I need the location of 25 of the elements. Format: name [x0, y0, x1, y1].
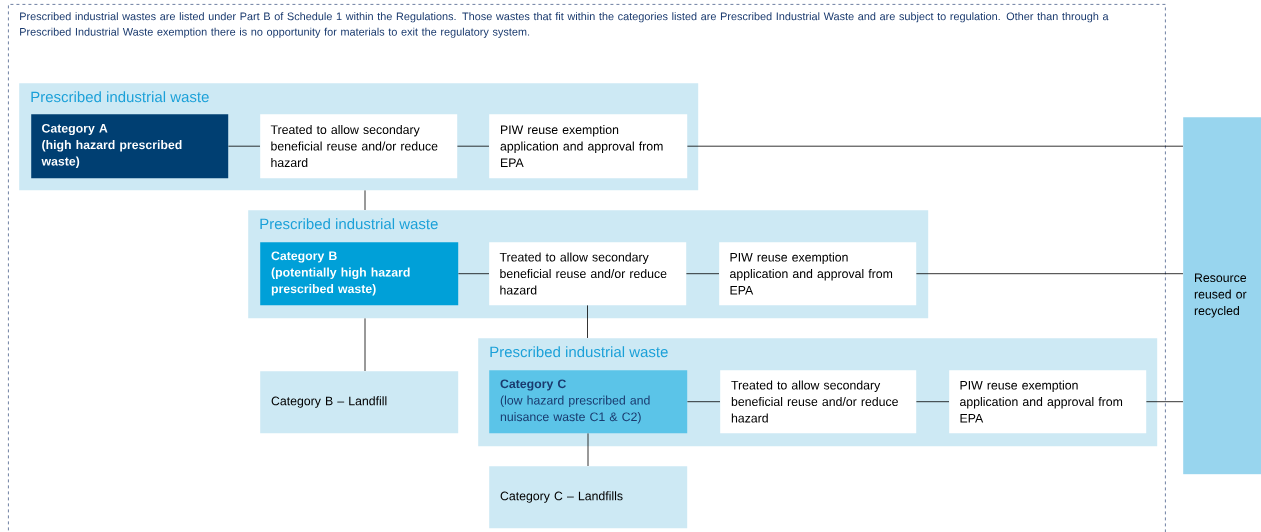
process-box: Treated to allow secondary beneficial reuse and/or reduce hazard — [489, 242, 687, 306]
process-box: Treated to allow secondary beneficial reuse and/or reduce hazard — [720, 370, 917, 434]
process-box: PIW reuse exemption application and approval from EPA — [949, 370, 1147, 434]
process-box: Treated to allow secondary beneficial reuse and/or reduce hazard — [260, 114, 458, 179]
connector-line — [364, 318, 366, 372]
connector-line — [1146, 401, 1184, 403]
process-box: PIW reuse exemption application and approval from EPA — [489, 114, 688, 179]
connector-line — [686, 273, 720, 275]
connector-line — [364, 190, 366, 211]
connector-line — [587, 433, 589, 467]
connector-line — [587, 305, 588, 339]
connector-line — [916, 401, 950, 403]
connector-line — [457, 145, 490, 147]
connector-line — [228, 145, 261, 147]
landfill-box: Category C – Landfills — [489, 466, 688, 529]
connector-line — [916, 273, 1184, 275]
connector-line — [458, 273, 490, 275]
category-box: Category C (low hazard prescribed and nuisance waste C1 & C2) — [489, 370, 688, 434]
process-box: PIW reuse exemption application and approval from EPA — [719, 242, 917, 306]
outcome-box: Resource reused or recycled — [1183, 117, 1261, 475]
category-box: Category A (high hazard prescribed waste) — [31, 114, 229, 179]
category-box: Category B (potentially high hazard prescribed waste) — [260, 242, 459, 306]
connector-line — [687, 145, 1184, 147]
landfill-box: Category B – Landfill — [260, 371, 459, 434]
connector-line — [687, 401, 721, 403]
